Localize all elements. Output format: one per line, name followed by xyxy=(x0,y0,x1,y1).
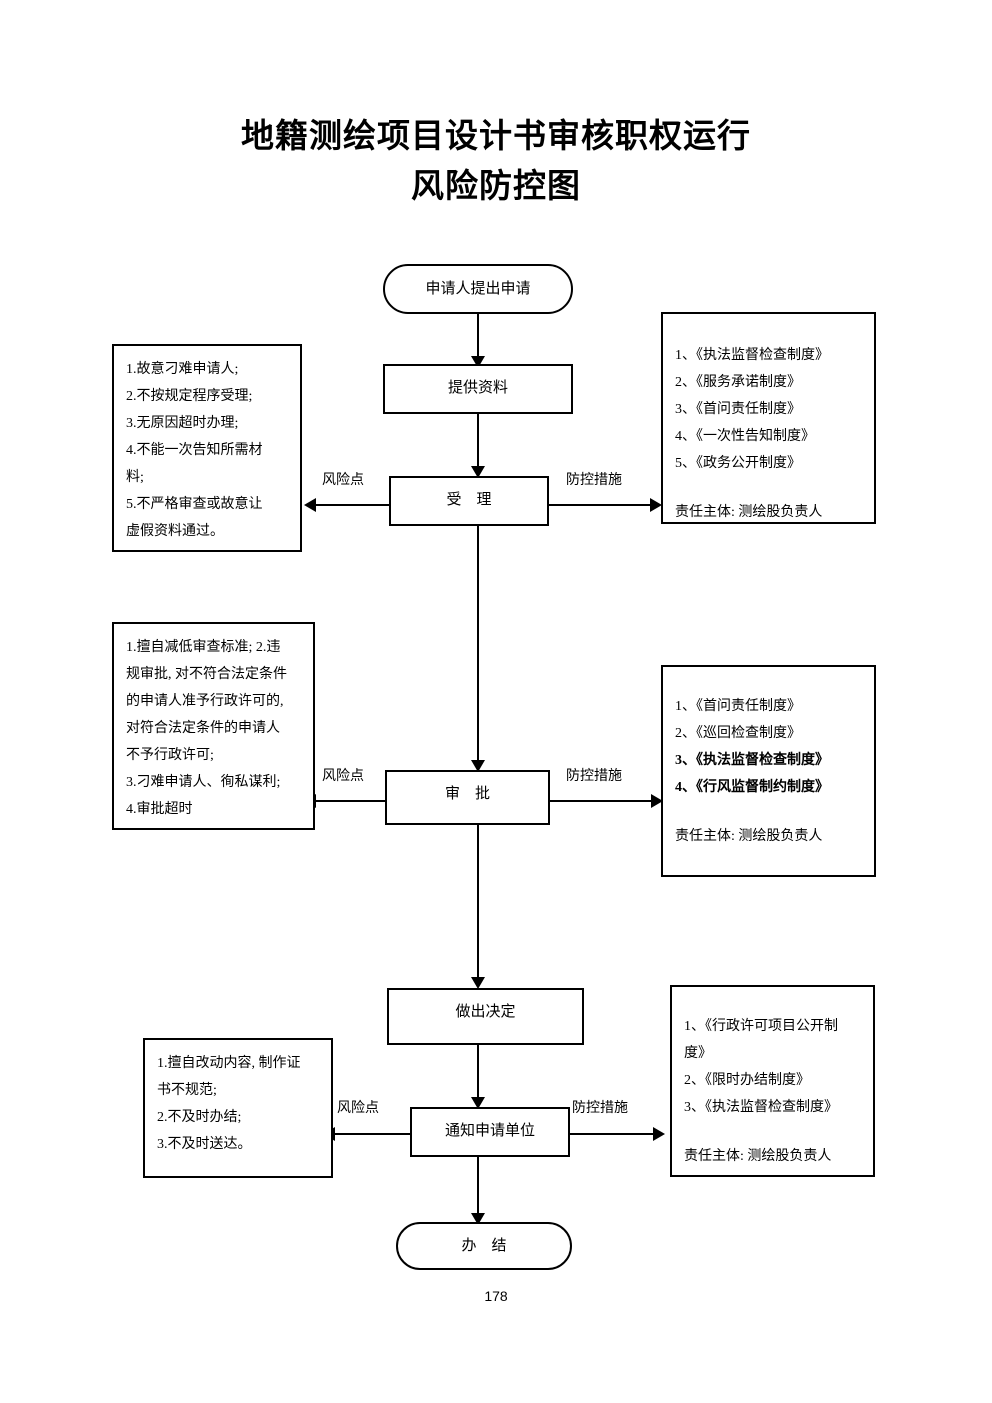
risk-line: 虚假资料通过。 xyxy=(126,524,224,539)
risk-line: 料; xyxy=(126,470,144,485)
measure-item: 4、《行风监督制约制度》 xyxy=(675,780,829,795)
risk-line: 规审批, 对不符合法定条件 xyxy=(126,667,287,682)
risk-box-notify: 1.擅自改动内容, 制作证 书不规范; 2.不及时办结; 3.不及时送达。 xyxy=(143,1038,333,1178)
measure-box-accept: 1、《执法监督检查制度》 2、《服务承诺制度》 3、《首问责任制度》 4、《一次… xyxy=(661,312,876,524)
connector-approve-to-risk-box xyxy=(316,800,386,802)
risk-line: 的申请人准予行政许可的, xyxy=(126,694,284,709)
flow-node-accept-label: 受 理 xyxy=(446,492,492,508)
risk-line: 不予行政许可; xyxy=(126,748,214,763)
connector-notify-to-end xyxy=(477,1157,479,1219)
connector-notify-to-measure-box xyxy=(569,1133,655,1135)
connector-start-to-provide xyxy=(477,314,479,362)
risk-line: 4.审批超时 xyxy=(126,802,193,817)
flow-node-approve-label: 审 批 xyxy=(444,786,490,802)
connector-label-risk-accept: 风险点 xyxy=(322,473,364,488)
measure-item: 2、《巡回检查制度》 xyxy=(675,726,801,741)
flow-node-start[interactable]: 申请人提出申请 xyxy=(383,264,573,314)
risk-line: 1.擅自减低审查标准; 2.违 xyxy=(126,640,281,655)
connector-provide-to-accept xyxy=(477,414,479,472)
arrowhead-accept-to-measure-box xyxy=(650,498,662,512)
arrowhead-accept-to-approve xyxy=(471,760,485,772)
risk-line: 3.刁难申请人、徇私谋利; xyxy=(126,775,281,790)
flow-node-provide-materials-label: 提供资料 xyxy=(447,380,508,396)
connector-label-risk-approve: 风险点 xyxy=(322,769,364,784)
risk-line: 对符合法定条件的申请人 xyxy=(126,721,280,736)
flow-node-notify-applicant[interactable]: 通知申请单位 xyxy=(410,1107,570,1157)
title-line-2: 风险防控图 xyxy=(411,169,581,205)
connector-approve-to-measure-box xyxy=(549,800,653,802)
connector-label-measure-notify: 防控措施 xyxy=(572,1101,628,1116)
page-title: 地籍测绘项目设计书审核职权运行 风险防控图 xyxy=(0,112,992,212)
flow-node-notify-applicant-label: 通知申请单位 xyxy=(444,1123,535,1139)
responsible-party: 责任主体: 测绘股负责人 xyxy=(675,505,823,520)
measure-box-notify: 1、《行政许可项目公开制 度》 2、《限时办结制度》 3、《执法监督检查制度》 … xyxy=(670,985,875,1177)
arrowhead-approve-to-measure-box xyxy=(651,794,663,808)
page-number: 178 xyxy=(484,1288,508,1304)
flow-node-start-label: 申请人提出申请 xyxy=(425,281,531,297)
risk-line: 2.不按规定程序受理; xyxy=(126,389,253,404)
connector-approve-to-decide xyxy=(477,825,479,983)
flow-node-approve[interactable]: 审 批 xyxy=(385,770,550,825)
measure-item: 2、《服务承诺制度》 xyxy=(675,375,801,390)
measure-item: 1、《执法监督检查制度》 xyxy=(675,348,829,363)
risk-line: 3.不及时送达。 xyxy=(157,1137,252,1152)
connector-accept-to-approve xyxy=(477,526,479,766)
measure-item: 2、《限时办结制度》 xyxy=(684,1073,810,1088)
risk-line: 2.不及时办结; xyxy=(157,1110,242,1125)
arrowhead-provide-to-accept xyxy=(471,466,485,478)
flow-node-make-decision-label: 做出决定 xyxy=(455,1004,516,1020)
flow-node-end[interactable]: 办 结 xyxy=(396,1222,572,1270)
connector-decide-to-notify xyxy=(477,1045,479,1103)
arrowhead-notify-to-measure-box xyxy=(653,1127,665,1141)
measure-item: 3、《执法监督检查制度》 xyxy=(684,1100,838,1115)
risk-line: 1.擅自改动内容, 制作证 xyxy=(157,1056,301,1071)
connector-accept-to-measure-box xyxy=(548,504,652,506)
flow-node-make-decision[interactable]: 做出决定 xyxy=(387,988,584,1045)
measure-item: 1、《首问责任制度》 xyxy=(675,699,801,714)
connector-label-measure-accept: 防控措施 xyxy=(566,473,622,488)
title-line-1: 地籍测绘项目设计书审核职权运行 xyxy=(241,119,751,155)
connector-label-risk-notify: 风险点 xyxy=(337,1101,379,1116)
risk-line: 1.故意刁难申请人; xyxy=(126,362,239,377)
responsible-party: 责任主体: 测绘股负责人 xyxy=(684,1149,832,1164)
connector-notify-to-risk-box xyxy=(335,1133,411,1135)
risk-box-approve: 1.擅自减低审查标准; 2.违 规审批, 对不符合法定条件 的申请人准予行政许可… xyxy=(112,622,315,830)
arrowhead-accept-to-risk-box xyxy=(304,498,316,512)
connector-accept-to-risk-box xyxy=(316,504,390,506)
measure-item: 4、《一次性告知制度》 xyxy=(675,429,815,444)
connector-label-measure-approve: 防控措施 xyxy=(566,769,622,784)
measure-item: 5、《政务公开制度》 xyxy=(675,456,801,471)
risk-line: 3.无原因超时办理; xyxy=(126,416,239,431)
flow-node-provide-materials[interactable]: 提供资料 xyxy=(383,364,573,414)
measure-item: 3、《首问责任制度》 xyxy=(675,402,801,417)
arrowhead-decide-to-notify xyxy=(471,1097,485,1109)
arrowhead-approve-to-decide xyxy=(471,977,485,989)
risk-line: 4.不能一次告知所需材 xyxy=(126,443,263,458)
flow-node-end-label: 办 结 xyxy=(461,1238,507,1254)
measure-item: 1、《行政许可项目公开制 xyxy=(684,1019,838,1034)
risk-box-accept: 1.故意刁难申请人; 2.不按规定程序受理; 3.无原因超时办理; 4.不能一次… xyxy=(112,344,302,552)
risk-line: 5.不严格审查或故意让 xyxy=(126,497,263,512)
responsible-party: 责任主体: 测绘股负责人 xyxy=(675,829,823,844)
flow-node-accept[interactable]: 受 理 xyxy=(389,476,549,526)
measure-box-approve: 1、《首问责任制度》 2、《巡回检查制度》 3、《执法监督检查制度》 4、《行风… xyxy=(661,665,876,877)
measure-item: 3、《执法监督检查制度》 xyxy=(675,753,829,768)
risk-line: 书不规范; xyxy=(157,1083,217,1098)
measure-item: 度》 xyxy=(684,1046,712,1061)
